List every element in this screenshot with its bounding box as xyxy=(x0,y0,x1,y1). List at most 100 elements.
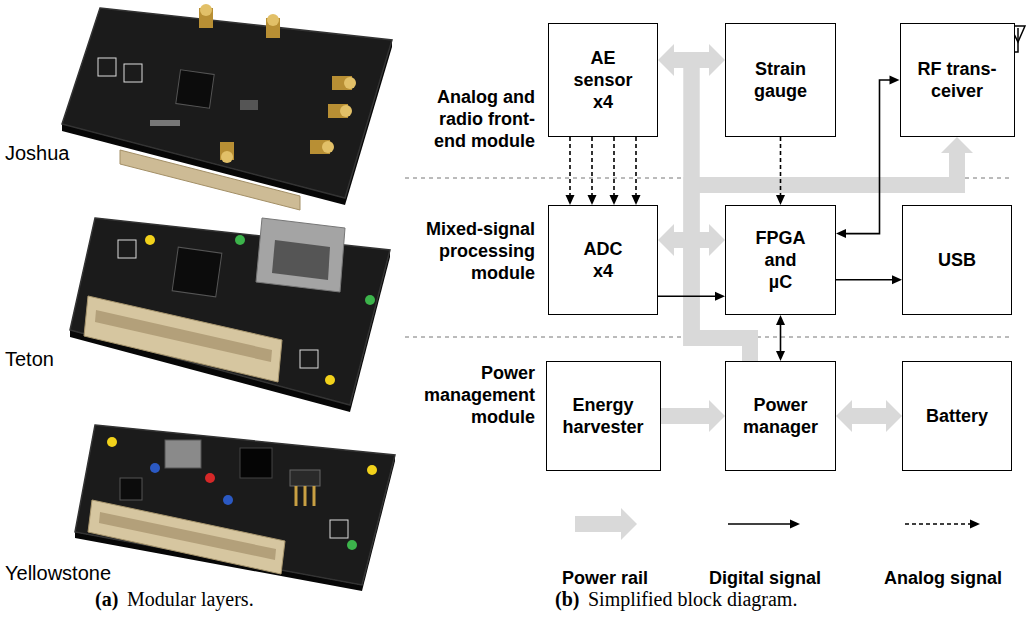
logo xyxy=(300,350,318,368)
sd-card-slot xyxy=(165,440,201,468)
power-arrowhead xyxy=(836,400,852,432)
power-arrowhead xyxy=(941,137,973,153)
dc-jack xyxy=(240,448,272,478)
digital-line xyxy=(845,80,891,234)
analog-line xyxy=(613,137,615,196)
test-point xyxy=(205,473,215,483)
ethernet-jack xyxy=(256,218,345,292)
block-box: Power manager xyxy=(725,361,836,471)
module-label: Power management module xyxy=(410,362,535,428)
analog-legend-line xyxy=(905,523,971,525)
block-box: AE sensor x4 xyxy=(548,23,658,137)
test-point xyxy=(365,295,375,305)
analog-connector xyxy=(588,137,597,205)
block-label: AE sensor x4 xyxy=(568,47,638,113)
ethernet-jack xyxy=(272,240,330,280)
block-box: ADC x4 xyxy=(548,205,658,315)
board-connector xyxy=(88,500,285,574)
block-label: Energy harvester xyxy=(556,394,651,438)
digital-line xyxy=(836,279,893,281)
power-arrowhead xyxy=(886,400,902,432)
component xyxy=(150,120,180,126)
power-arrowhead xyxy=(658,224,674,256)
legend-label: Analog signal xyxy=(853,568,1026,589)
block-label: Strain gauge xyxy=(741,58,821,102)
sma-connector xyxy=(200,4,212,16)
analog-line xyxy=(780,137,782,196)
power-legend-arrowhead xyxy=(621,508,637,540)
sma-connector xyxy=(322,141,334,153)
pcb-board xyxy=(62,8,392,198)
power-connector xyxy=(661,400,726,432)
logo xyxy=(124,64,142,82)
block-label: Power manager xyxy=(741,394,821,438)
legend-sample xyxy=(905,520,980,529)
digital-arrowhead xyxy=(892,275,902,284)
digital-connector xyxy=(658,292,725,301)
power-arrowhead xyxy=(709,400,725,432)
board-label: Teton xyxy=(5,348,54,371)
subfigure-caption: Simplified block diagram. xyxy=(588,588,797,611)
board-connector xyxy=(99,512,276,560)
power-line xyxy=(851,408,887,424)
digital-line xyxy=(658,295,716,297)
digital-line xyxy=(780,324,782,352)
switch xyxy=(290,470,320,486)
pcb-board xyxy=(75,425,395,585)
digital-arrowhead xyxy=(836,229,846,238)
board-connector xyxy=(95,310,272,362)
board-connector xyxy=(84,296,282,382)
module-label: Mixed-signal processing module xyxy=(410,218,535,284)
fpga-chip xyxy=(172,247,222,297)
legend-label: Power rail xyxy=(515,568,695,589)
digital-arrowhead xyxy=(776,351,785,361)
analog-line xyxy=(635,137,637,196)
power-line xyxy=(661,408,711,424)
digital-connector xyxy=(776,315,785,361)
analog-arrowhead xyxy=(566,195,575,205)
block-label: FPGA and µC xyxy=(753,227,808,293)
analog-arrowhead xyxy=(588,195,597,205)
pin xyxy=(295,486,298,506)
sma-connector xyxy=(344,77,356,89)
test-point xyxy=(325,375,335,385)
digital-legend-arrowhead xyxy=(790,520,800,529)
board-label: Joshua xyxy=(5,142,70,165)
sma-connector xyxy=(340,105,352,117)
analog-line xyxy=(591,137,593,196)
block-box: USB xyxy=(902,205,1012,315)
digital-connector xyxy=(836,76,900,239)
pin xyxy=(304,486,307,506)
analog-connector xyxy=(610,137,619,205)
sma-connector xyxy=(221,151,233,163)
sma-connector xyxy=(267,14,279,26)
block-box: Strain gauge xyxy=(725,23,836,137)
subfigure-caption: Modular layers. xyxy=(127,588,254,611)
block-box: Energy harvester xyxy=(546,361,661,471)
analog-connector xyxy=(566,137,575,205)
subfigure-tag: (b) xyxy=(555,588,579,611)
component xyxy=(240,100,258,110)
test-point xyxy=(223,495,233,505)
power-legend-line xyxy=(575,516,622,532)
digital-arrowhead xyxy=(890,76,900,85)
logo xyxy=(330,520,348,538)
block-label: RF trans-ceiver xyxy=(910,58,1005,102)
test-point xyxy=(367,465,377,475)
legend-sample xyxy=(575,508,637,540)
analog-arrowhead xyxy=(632,195,641,205)
analog-connector xyxy=(776,137,785,205)
legend-label: Digital signal xyxy=(675,568,855,589)
analog-arrowhead xyxy=(776,195,785,205)
pin xyxy=(313,486,316,506)
analog-legend-arrowhead xyxy=(970,520,980,529)
digital-connector xyxy=(836,275,902,284)
chip xyxy=(120,478,142,500)
test-point xyxy=(107,437,117,447)
sma-connectors xyxy=(199,4,356,163)
power-connector xyxy=(836,400,902,432)
block-label: USB xyxy=(938,249,976,271)
analog-arrowhead xyxy=(610,195,619,205)
block-box: RF trans-ceiver xyxy=(900,23,1015,137)
logo xyxy=(98,58,116,76)
